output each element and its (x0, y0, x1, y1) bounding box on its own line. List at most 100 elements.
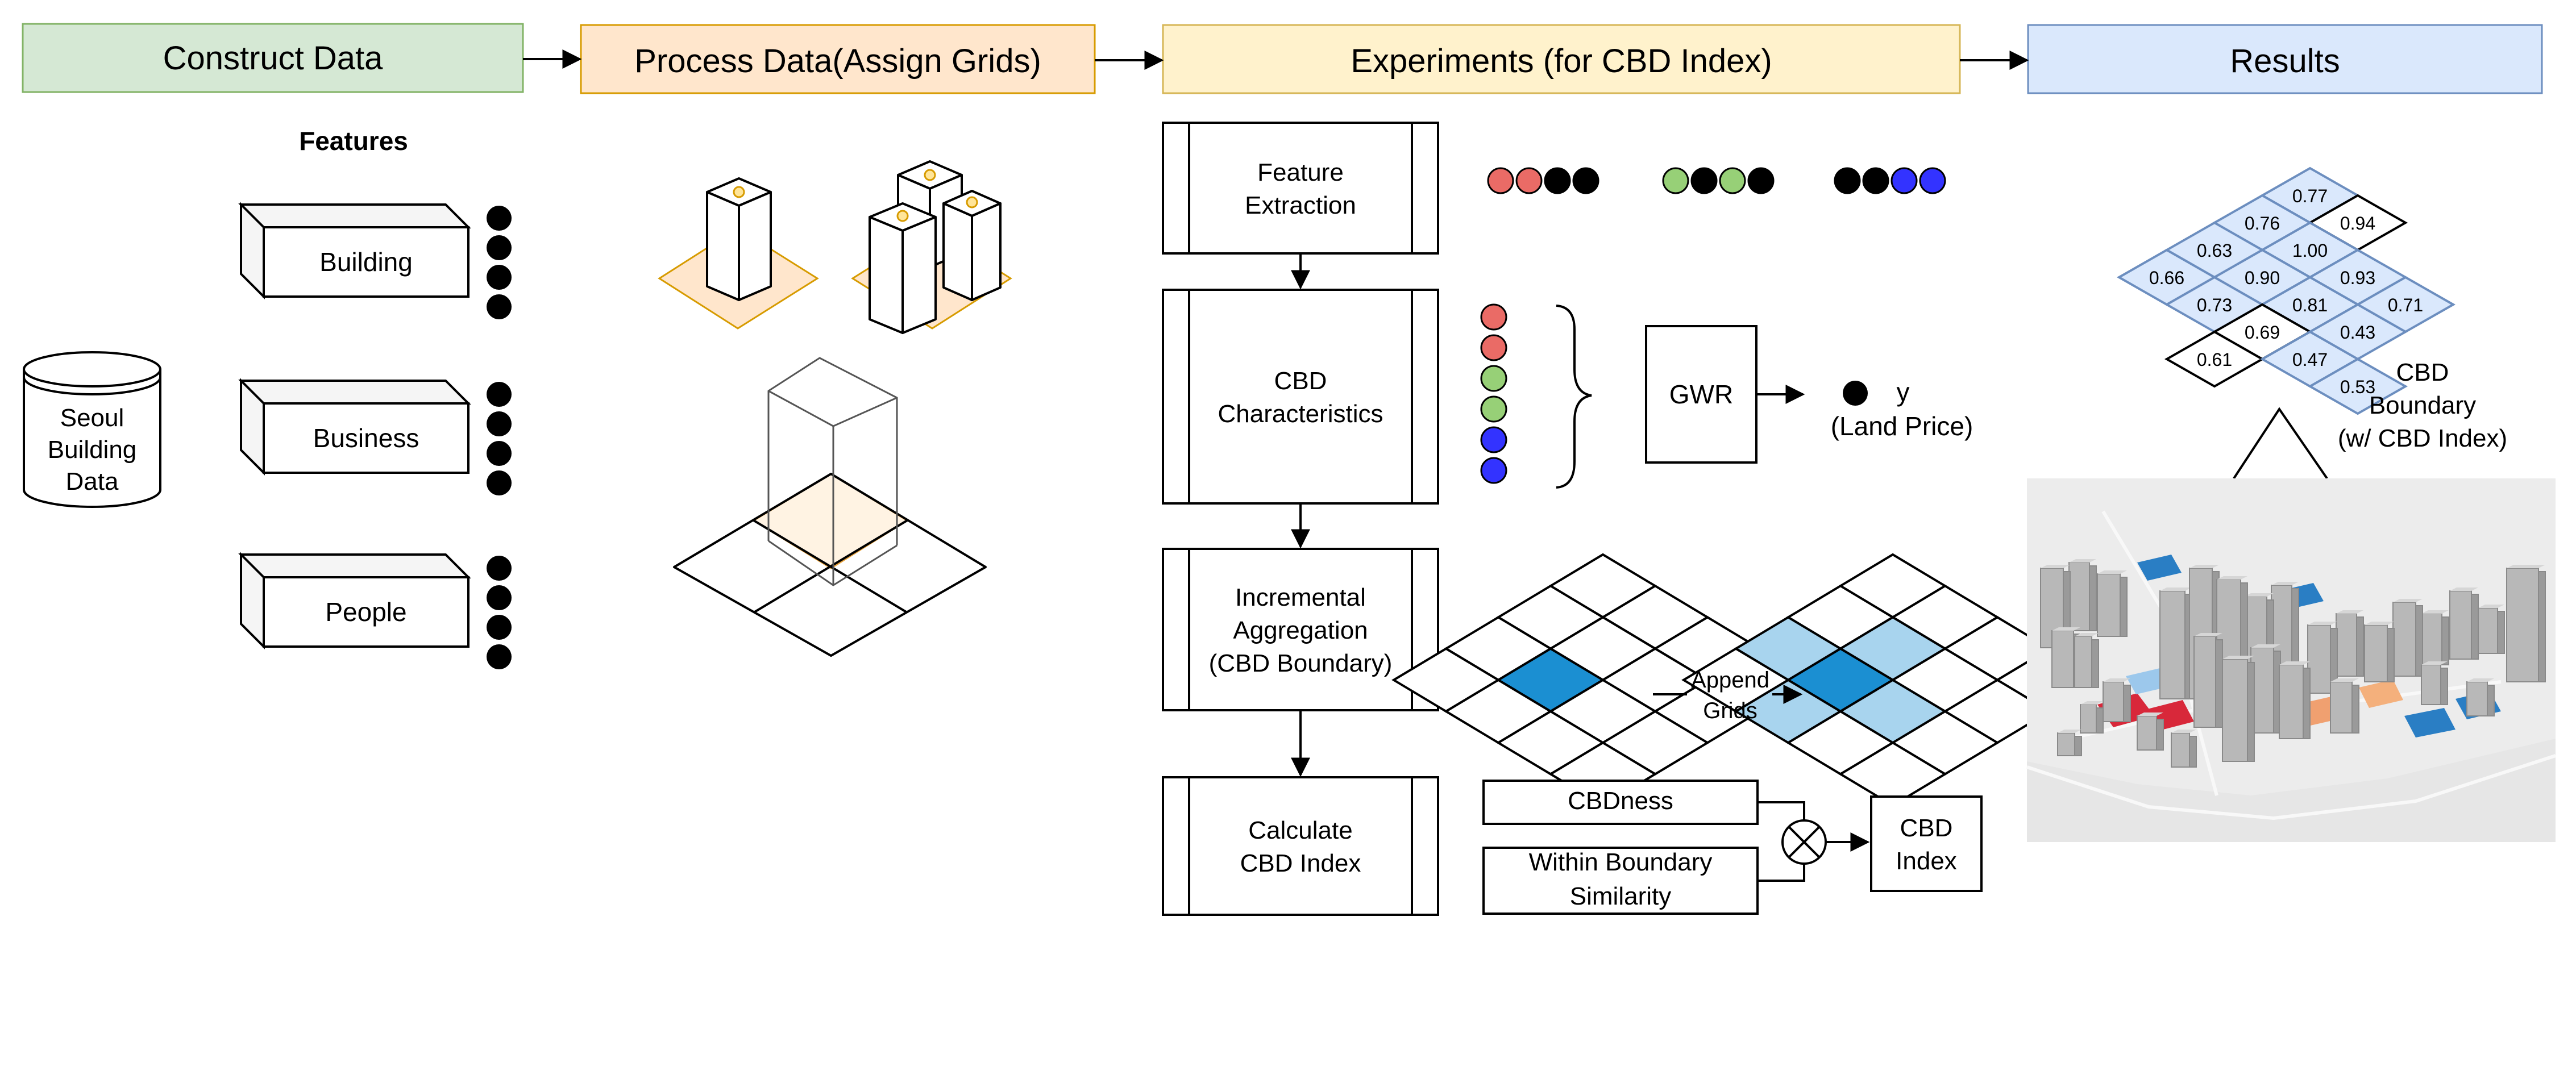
feature-label: Building (319, 247, 413, 277)
index-value: 0.69 (2245, 322, 2280, 343)
building-roof (2421, 610, 2449, 614)
stage-results: Results (2027, 24, 2543, 94)
building-face (2074, 636, 2092, 688)
transparent-tower-top (767, 357, 898, 427)
transparent-tower-edge (768, 540, 898, 586)
building-face (2097, 573, 2121, 637)
feature-dot (1862, 167, 1889, 194)
stage-label: Results (2230, 43, 2340, 80)
stage-box (2027, 24, 2543, 94)
target-dot (1843, 381, 1868, 406)
box-front-face (263, 402, 470, 474)
map-building (2478, 605, 2505, 654)
building-face (2159, 590, 2186, 699)
building-face (2364, 624, 2388, 682)
characteristic-dot (1480, 303, 1507, 331)
cylinder-label-line: Building (48, 436, 137, 464)
building-roof (2365, 622, 2394, 625)
cbd-index-box (1870, 795, 1983, 892)
building-side (2356, 616, 2364, 677)
map-building (2421, 610, 2449, 665)
map-building (2074, 633, 2099, 688)
cbdness-label: CBDness (1568, 787, 1673, 815)
feature-dot-groups (1487, 167, 1946, 194)
step-box (1162, 289, 1439, 505)
index-value: 0.73 (2197, 295, 2232, 315)
feature-dot (1891, 167, 1918, 194)
connector (1758, 861, 1805, 882)
map-buildings (2040, 555, 2546, 768)
feature-dot (1834, 167, 1861, 194)
cylinder-body (23, 369, 161, 508)
building-side (2387, 628, 2395, 682)
map-building (2392, 599, 2423, 677)
feature-dot (487, 235, 512, 260)
grid-line (753, 519, 908, 614)
city-3d-map (2026, 478, 2556, 842)
index-value: 0.94 (2340, 213, 2375, 234)
cbd-grid-highlight (2359, 680, 2403, 708)
map-building (2068, 559, 2097, 631)
characteristic-dot (1480, 457, 1507, 484)
building-roof (2222, 656, 2254, 659)
road (2026, 754, 2556, 820)
feature-dot (487, 411, 512, 436)
index-cell (2164, 330, 2265, 388)
characteristic-dot (1480, 334, 1507, 361)
building-roof (2308, 622, 2337, 625)
map-building (2466, 678, 2495, 716)
cbd-grid-highlight (2137, 555, 2182, 581)
index-value: 1.00 (2292, 240, 2328, 261)
boundary-label-line: (w/ CBD Index) (2338, 424, 2507, 452)
building-face (2421, 613, 2442, 665)
building-side (2189, 736, 2197, 768)
feature-dot (487, 294, 512, 319)
building-face (2080, 704, 2097, 734)
building-face (2330, 681, 2353, 734)
building-roof (2330, 678, 2359, 682)
step-label-line: Incremental (1235, 584, 1366, 611)
cbd-grid-highlight (2126, 668, 2170, 694)
building-side (2440, 668, 2448, 705)
building-side (2091, 639, 2099, 688)
index-value: 0.47 (2292, 349, 2328, 370)
building-side (2487, 685, 2495, 716)
tower-single (706, 177, 772, 301)
tower-centroid (896, 210, 909, 222)
building-side (2471, 594, 2479, 660)
box-top-face (238, 553, 471, 578)
building-roof (2069, 559, 2096, 562)
characteristic-dot (1480, 395, 1507, 423)
boundary-label: CBD Boundary (w/ CBD Index) (2338, 359, 2507, 452)
building-side (2303, 668, 2311, 739)
feature-box: People (238, 552, 471, 649)
building-face (2421, 664, 2441, 705)
index-value: 0.93 (2340, 268, 2375, 288)
feature-box: Business (238, 378, 471, 476)
building-roof (2075, 633, 2099, 636)
map-building (2159, 588, 2192, 699)
step-label-line: (CBD Boundary) (1209, 649, 1393, 677)
grid-after-aggregation (1681, 553, 2104, 807)
building-face (2137, 715, 2157, 751)
building-roof (2467, 678, 2494, 682)
feature-dot (487, 441, 512, 466)
feature-dot (487, 265, 512, 290)
step-label-line: CBD Index (1240, 849, 1361, 877)
building-face (2051, 630, 2074, 688)
grid-assignment-illustration (673, 357, 987, 657)
building-roof (2271, 582, 2299, 585)
feature-dot (487, 206, 512, 231)
characteristic-dot (1480, 365, 1507, 392)
building-side (2215, 639, 2223, 728)
step-label-line: Calculate (1248, 816, 1352, 844)
building-side (2538, 571, 2546, 682)
building-side (2441, 616, 2449, 665)
feature-dot (1719, 167, 1746, 194)
boundary-label-line: Boundary (2369, 391, 2476, 419)
building-face (2336, 613, 2357, 677)
